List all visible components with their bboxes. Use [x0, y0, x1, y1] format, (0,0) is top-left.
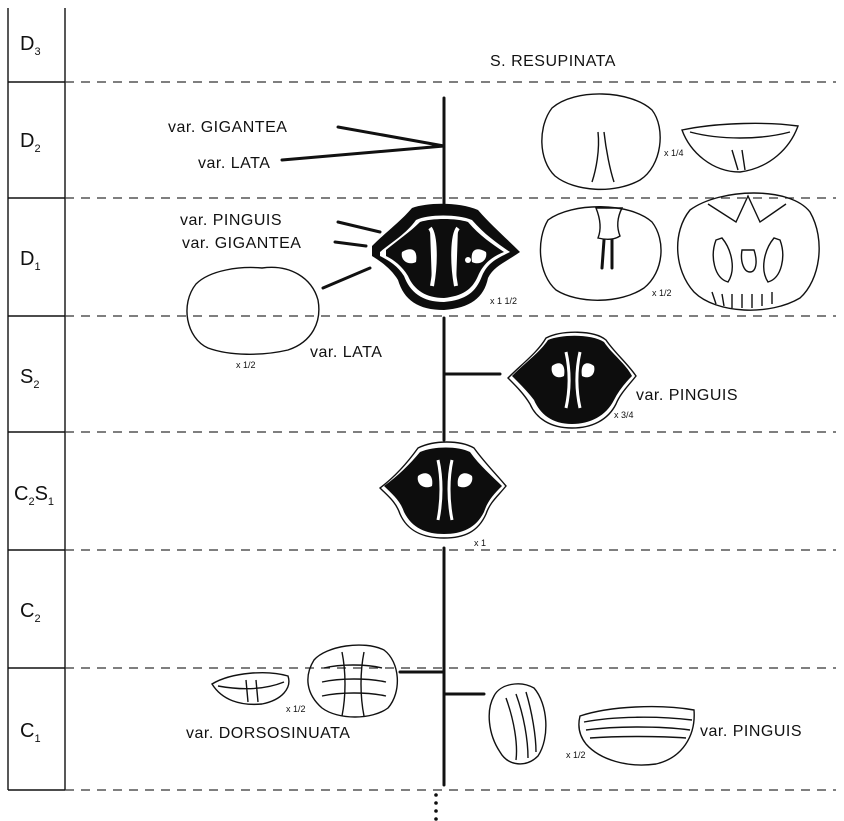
- label-lata-d2: var. LATA: [198, 155, 270, 172]
- scale-s2: x 3/4: [614, 410, 634, 420]
- specimen-d2-profile: [682, 123, 798, 172]
- scale-c1-right: x 1/2: [566, 750, 586, 760]
- stage-label-c2: C2: [20, 600, 41, 625]
- scale-c2s1: x 1: [474, 538, 486, 548]
- stage-labels: D3 D2 D1 S2 C2S1 C2 C1: [14, 33, 54, 745]
- specimen-c1-profile: [212, 673, 289, 705]
- specimen-c1-lateral: [489, 684, 546, 764]
- stratigraphic-column: [8, 8, 65, 790]
- specimen-c1-dorsal: [308, 645, 397, 717]
- label-pinguis-d1: var. PINGUIS: [180, 212, 282, 229]
- species-title: S. RESUPINATA: [490, 53, 616, 70]
- stage-label-d3: D3: [20, 33, 41, 58]
- branch-d2: [282, 127, 444, 160]
- stage-label-s2: S2: [20, 366, 39, 391]
- label-dorsosinuata-c1: var. DORSOSINUATA: [186, 725, 350, 742]
- label-gigantea-d2: var. GIGANTEA: [168, 119, 287, 136]
- scale-d1-right: x 1/2: [652, 288, 672, 298]
- label-lata-d1: var. LATA: [310, 344, 382, 361]
- scale-d1-center: x 1 1/2: [490, 296, 517, 306]
- branch-d1: [323, 222, 380, 288]
- stage-boundaries: [65, 82, 836, 790]
- stage-label-c2s1: C2S1: [14, 483, 54, 508]
- scale-c1-left: x 1/2: [286, 704, 306, 714]
- label-gigantea-d1: var. GIGANTEA: [182, 235, 301, 252]
- specimen-d1-muscle: [678, 193, 819, 310]
- scale-d2: x 1/4: [664, 148, 684, 158]
- specimen-c1-ventral: [579, 707, 694, 765]
- specimen-lata-outline: [187, 267, 319, 354]
- specimen-d1-interior: [540, 207, 661, 301]
- scale-lata-outline: x 1/2: [236, 360, 256, 370]
- label-pinguis-c1: var. PINGUIS: [700, 723, 802, 740]
- stage-label-c1: C1: [20, 720, 41, 745]
- specimen-d2-dorsal: [542, 94, 660, 189]
- specimen-c2s1-section: [380, 442, 506, 538]
- stage-label-d1: D1: [20, 248, 41, 273]
- stage-label-d2: D2: [20, 130, 41, 155]
- label-pinguis-s2: var. PINGUIS: [636, 387, 738, 404]
- branch-c1: [400, 672, 484, 694]
- specimen-d1-section: [372, 204, 520, 310]
